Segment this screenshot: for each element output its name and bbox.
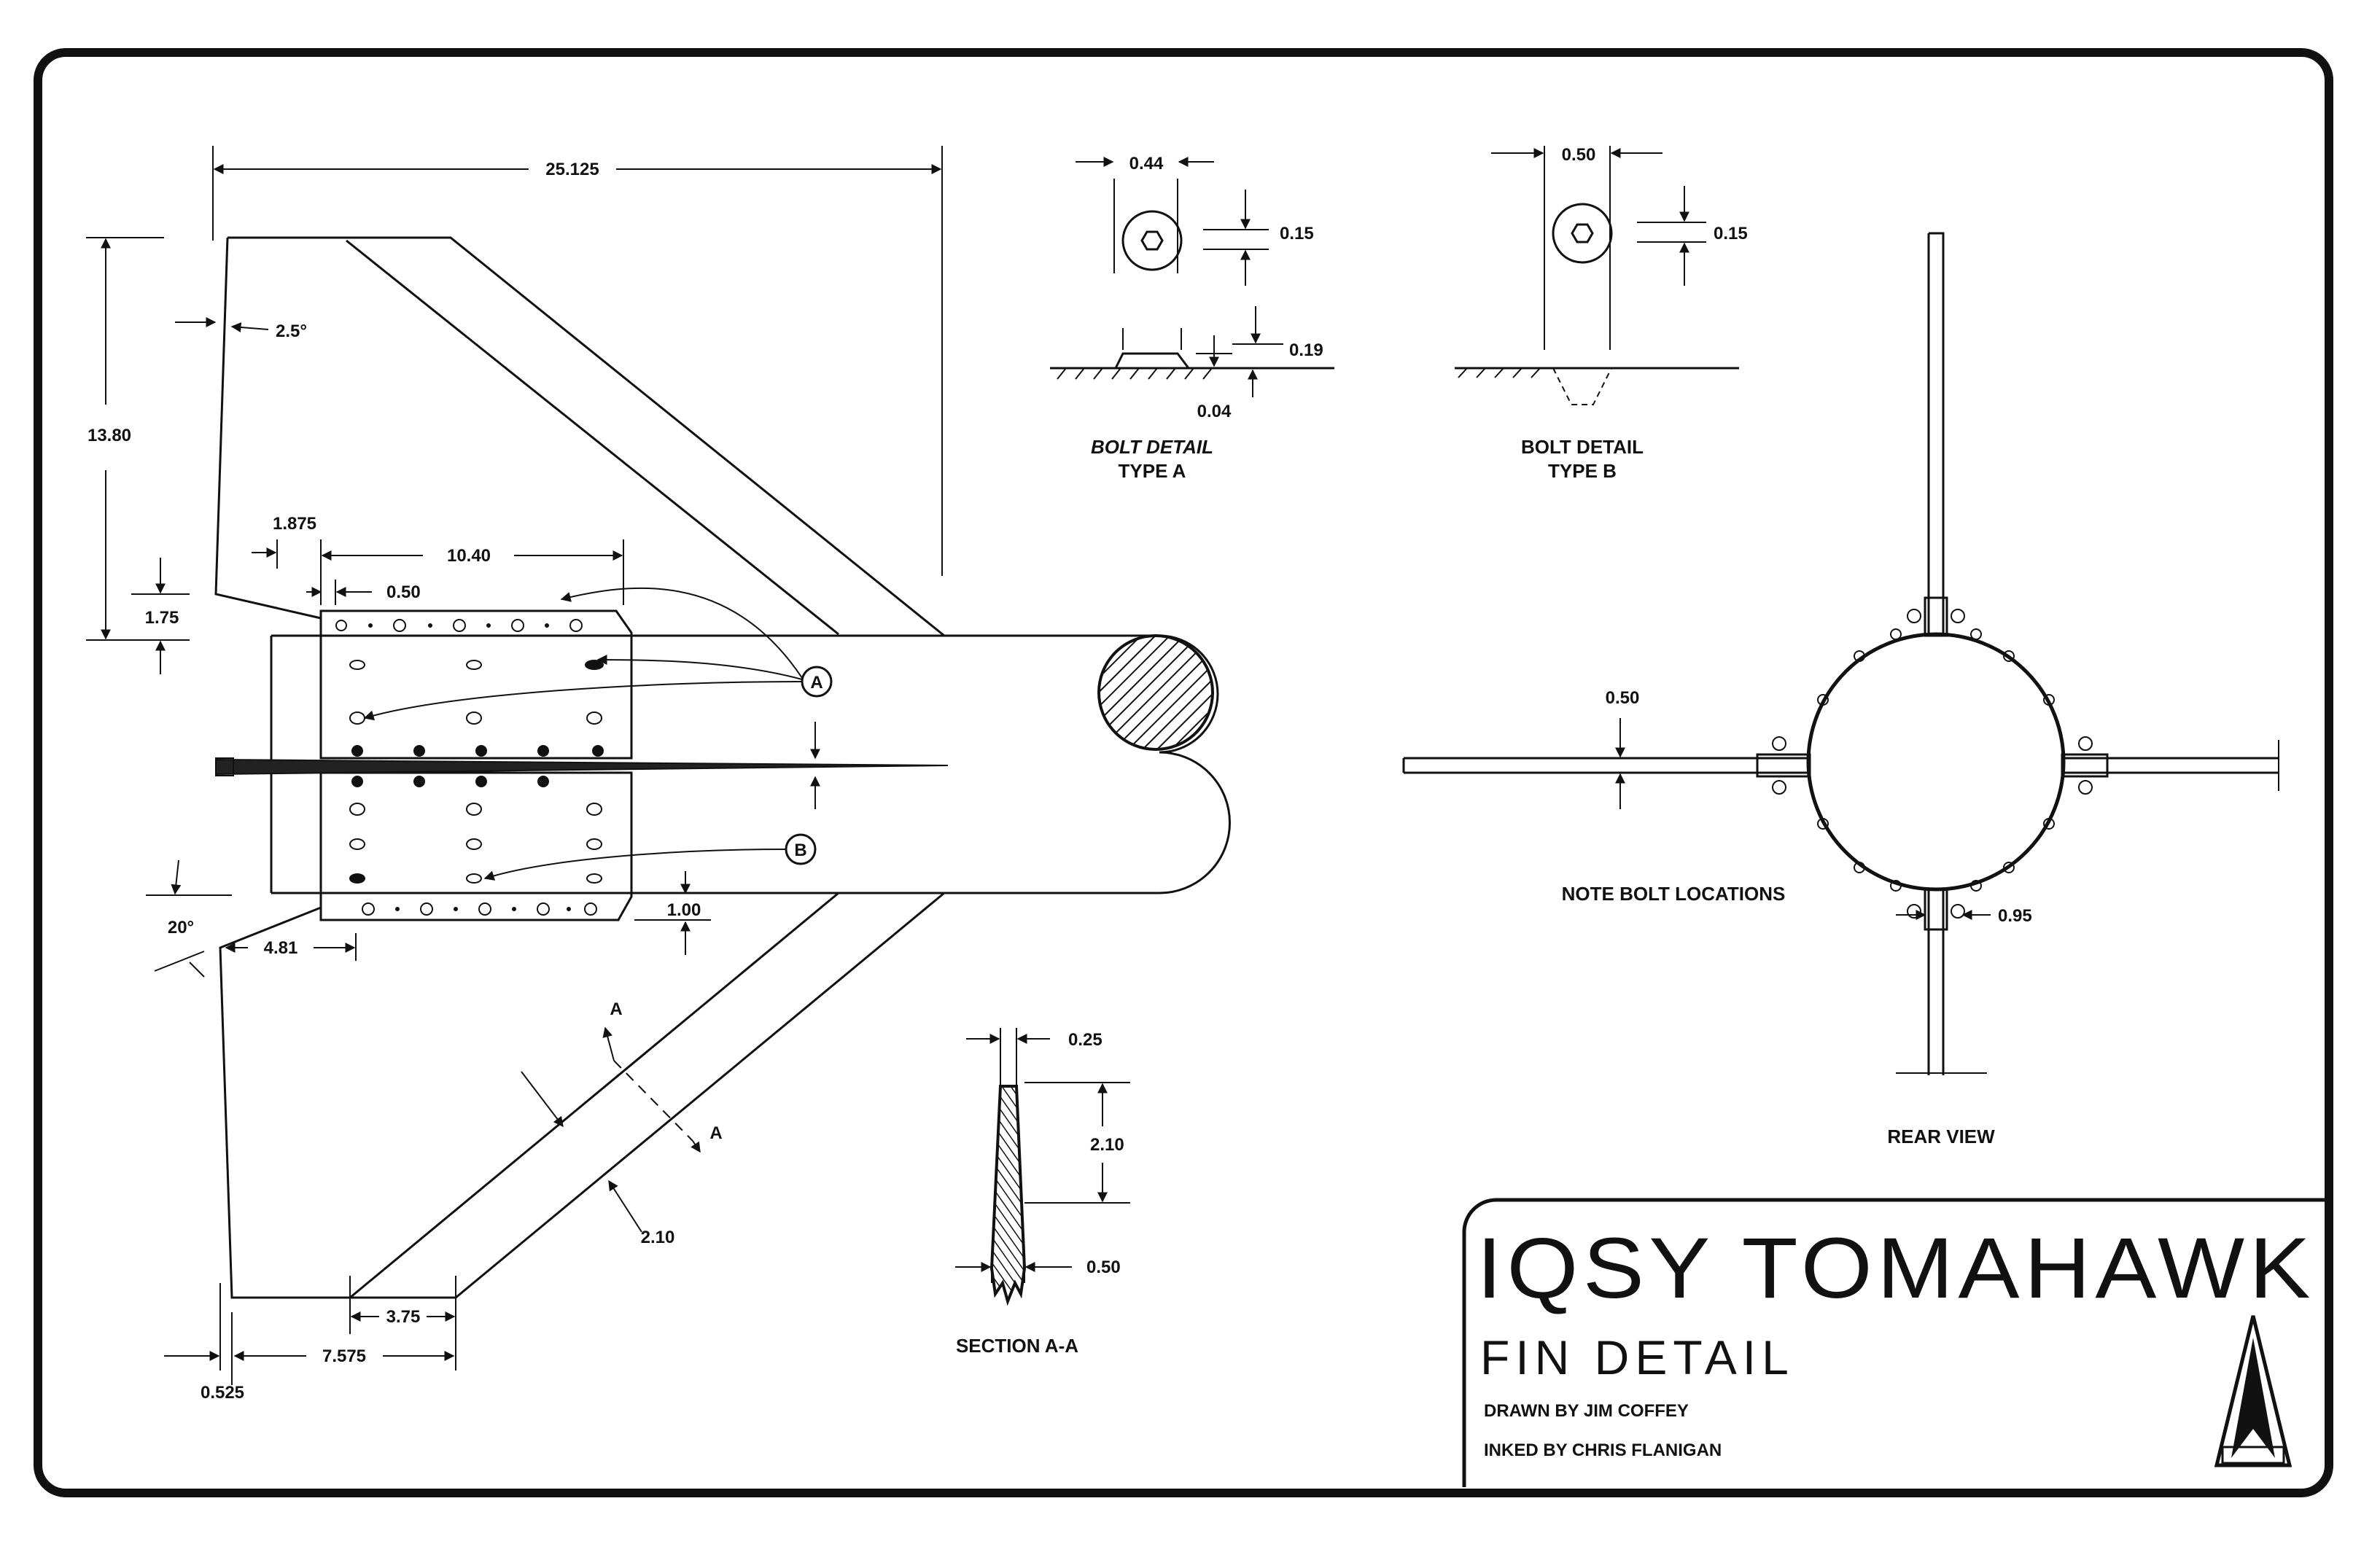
type-a-bolt-head — [1121, 210, 1183, 271]
upper-mount-plate — [319, 609, 633, 760]
type-b-head: 0.15 — [1714, 224, 1748, 243]
rear-view: 0.50 0.95 NOTE BOLT LOCATIONS REAR VIEW — [1402, 232, 2279, 1147]
title-block: IQSY TOMAHAWK FIN DETAIL DRAWN BY JIM CO… — [1462, 1198, 2325, 1487]
sheet-border — [34, 48, 2333, 1497]
rear-view-caption: REAR VIEW — [1887, 1126, 1995, 1147]
rear-bolt-offset: 0.95 — [1998, 906, 2032, 926]
callout-a: A — [810, 673, 822, 693]
rear-fin-thickness: 0.50 — [1606, 688, 1640, 708]
bolt-detail-type-a: 0.44 0.15 0.19 0.04 BOLT DETAIL TYPE A — [1050, 154, 1334, 482]
lower-mount-plate — [319, 771, 633, 921]
upper-bolt-holes — [335, 619, 604, 757]
type-a-caption-line1: BOLT DETAIL — [1091, 436, 1213, 458]
type-b-caption-line2: TYPE B — [1548, 460, 1617, 482]
type-a-head: 0.15 — [1280, 224, 1314, 243]
section-aa-top-width: 0.25 — [1068, 1030, 1102, 1050]
section-aa-height: 2.10 — [1090, 1135, 1124, 1155]
callout-b: B — [794, 841, 806, 860]
lower-fin-outline — [219, 892, 945, 1299]
rear-view-bolts — [1772, 609, 2093, 919]
section-aa-profile — [989, 1085, 1027, 1306]
drawn-by-credit: DRAWN BY JIM COFFEY — [1484, 1401, 1689, 1421]
drawing-title: IQSY TOMAHAWK — [1477, 1220, 2315, 1317]
dim-sweep-angle: 2.5° — [276, 321, 307, 341]
type-b-caption-line1: BOLT DETAIL — [1521, 436, 1644, 458]
type-b-bolt-head — [1552, 203, 1613, 264]
section-mark-a-top: A — [610, 999, 622, 1019]
dim-tip-offset: 0.525 — [201, 1383, 244, 1403]
dim-tip-length: 7.575 — [322, 1346, 366, 1366]
type-a-caption-line2: TYPE A — [1119, 460, 1186, 482]
inked-by-credit: INKED BY CHRIS FLANIGAN — [1484, 1440, 1722, 1460]
section-mark-a-bottom: A — [709, 1123, 722, 1143]
dim-span: 13.80 — [88, 426, 131, 445]
type-b-width: 0.50 — [1562, 145, 1596, 165]
rear-view-body-tube — [1806, 632, 2066, 892]
dim-lower-angle: 20° — [168, 918, 194, 937]
dim-tip-chord: 3.75 — [386, 1307, 421, 1327]
fin-plan-view: 25.125 13.80 2.5° 1.875 10.40 0.50 1.75 … — [86, 146, 1231, 1403]
nar-rocket-logo-icon — [2214, 1315, 2292, 1467]
dim-root-offset: 1.875 — [273, 514, 316, 534]
dim-leading-edge-width: 2.10 — [641, 1228, 675, 1247]
type-a-height: 0.19 — [1289, 340, 1323, 360]
lower-bolt-holes — [349, 776, 602, 916]
dim-lower-tab: 4.81 — [264, 938, 298, 958]
bolt-detail-type-b: 0.50 0.15 BOLT DETAIL TYPE B — [1455, 145, 1748, 482]
type-a-width: 0.44 — [1129, 154, 1164, 173]
section-aa: 0.25 2.10 0.50 SECTION A-A — [955, 1028, 1130, 1357]
dim-tab-height: 1.75 — [145, 608, 179, 628]
tube-section-hatched — [1097, 634, 1214, 751]
dim-hole-inset: 0.50 — [386, 582, 421, 602]
drawing-subtitle: FIN DETAIL — [1480, 1330, 1794, 1384]
section-aa-caption: SECTION A-A — [956, 1335, 1078, 1357]
upper-fin-outline — [214, 236, 945, 637]
dim-mount-length: 10.40 — [447, 546, 491, 566]
dim-overall-length: 25.125 — [545, 160, 599, 179]
type-a-gap: 0.04 — [1197, 402, 1232, 421]
dim-lower-offset: 1.00 — [667, 900, 701, 920]
rear-view-note: NOTE BOLT LOCATIONS — [1562, 883, 1786, 905]
section-aa-bottom-width: 0.50 — [1086, 1258, 1121, 1277]
